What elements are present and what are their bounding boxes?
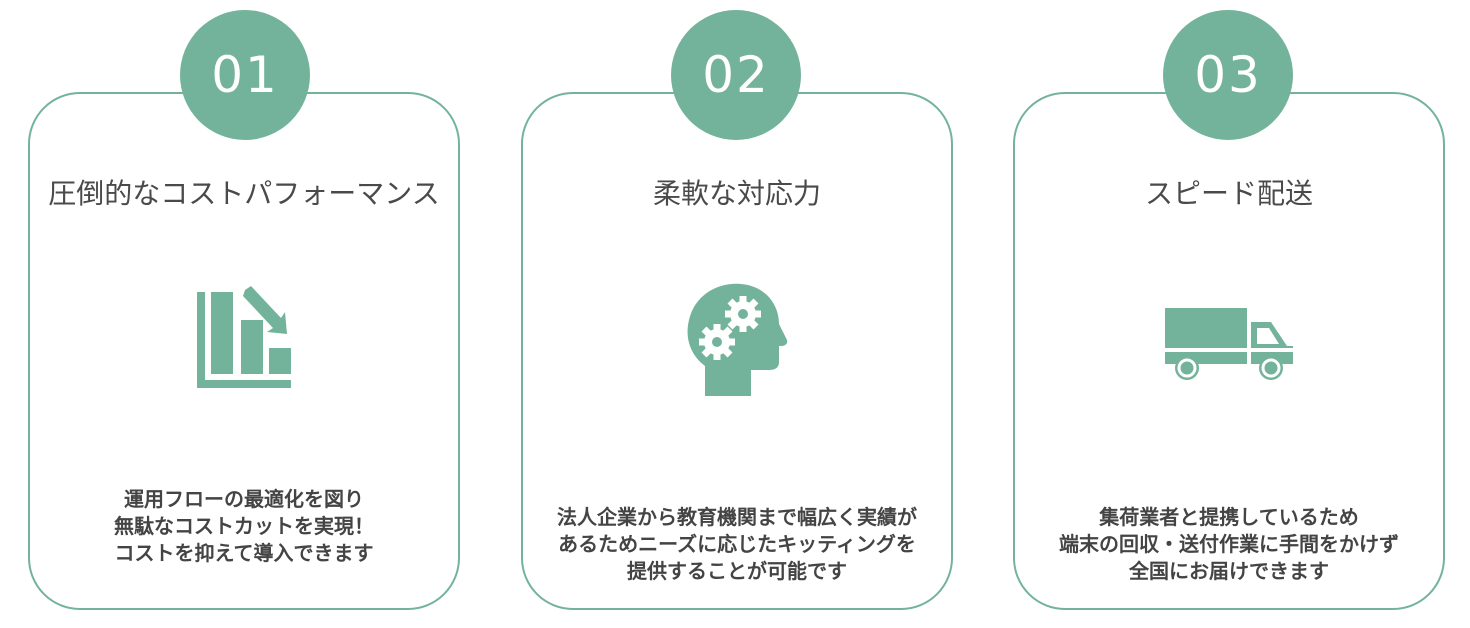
feature-description: 法人企業から教育機関まで幅広く実績が あるためニーズに応じたキッティングを 提供…: [523, 504, 951, 585]
feature-description: 運用フローの最適化を図り 無駄なコストカットを実現！ コストを抑えて導入できます: [30, 486, 458, 567]
feature-card-flexibility: 柔軟な対応力 法人企業から教育機関まで幅広く実績が あるためニーズに応じたキッテ…: [521, 92, 953, 610]
description-line: あるためニーズに応じたキッティングを: [558, 532, 916, 556]
feature-number-badge: 01: [180, 10, 310, 140]
feature-description: 集荷業者と提携しているため 端末の回収・送付作業に手間をかけず 全国にお届けでき…: [1015, 504, 1443, 585]
description-line: 運用フローの最適化を図り: [124, 487, 364, 511]
feature-card-delivery: スピード配送 集荷業者と提携しているため 端末の回収・送付作業に手間をかけず 全…: [1013, 92, 1445, 610]
feature-title: 圧倒的なコストパフォーマンス: [48, 177, 440, 210]
chart-decrease-icon: [197, 286, 291, 388]
feature-title: 柔軟な対応力: [652, 177, 821, 210]
description-line: 提供することが可能です: [627, 559, 847, 583]
description-line: 集荷業者と提携しているため: [1099, 505, 1359, 529]
description-line: 無駄なコストカットを実現！: [114, 514, 374, 538]
truck-icon: [1163, 308, 1295, 380]
feature-number-badge: 02: [671, 10, 801, 140]
description-line: 端末の回収・送付作業に手間をかけず: [1059, 532, 1399, 556]
description-line: コストを抑えて導入できます: [114, 541, 374, 565]
feature-title: スピード配送: [1144, 177, 1313, 210]
feature-number-badge: 03: [1163, 10, 1293, 140]
head-gears-icon: [687, 283, 788, 396]
feature-card-cost: 圧倒的なコストパフォーマンス 運用フローの最適化を図り 無駄なコストカットを実現…: [28, 92, 460, 610]
description-line: 法人企業から教育機関まで幅広く実績が: [557, 505, 917, 529]
description-line: 全国にお届けできます: [1129, 559, 1329, 583]
